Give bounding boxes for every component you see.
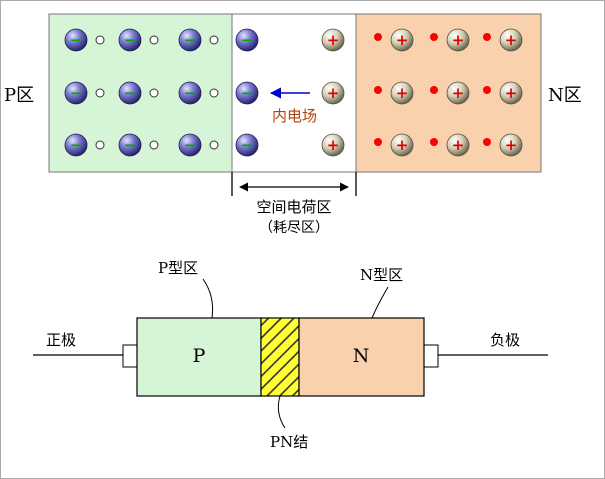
hole (209, 35, 219, 45)
hole (95, 88, 105, 98)
charge-carriers: − − − − + + + + − − − − + + + + − − − − + + + + (64, 28, 523, 157)
n-type-callout (371, 286, 389, 319)
p-region-label: P区 (4, 85, 34, 106)
hole (95, 140, 105, 150)
depletion-subtitle: （耗尽区） (259, 220, 329, 236)
donor-ion: + (499, 81, 523, 105)
p-letter: P (193, 345, 206, 367)
minus-sign: − (124, 84, 137, 102)
p-type-label: P型区 (158, 259, 198, 277)
junction-label: PN结 (270, 433, 308, 451)
cathode-label: 负极 (490, 331, 520, 349)
minus-sign: − (184, 31, 197, 49)
plus-sign: + (327, 136, 340, 154)
plus-sign: + (452, 136, 465, 154)
plus-sign: + (452, 84, 465, 102)
n-type-block (298, 317, 425, 397)
acceptor-ion: − (118, 81, 142, 105)
acceptor-ion: − (178, 28, 202, 52)
donor-ion: + (499, 28, 523, 52)
acceptor-ion: − (235, 81, 259, 105)
donor-ion: + (390, 28, 414, 52)
junction-callout (277, 395, 286, 429)
donor-ion: + (321, 133, 345, 157)
donor-ion: + (446, 28, 470, 52)
depletion-title: 空间电荷区 (256, 198, 331, 216)
minus-sign: − (70, 84, 83, 102)
plus-sign: + (452, 31, 465, 49)
plus-sign: + (396, 31, 409, 49)
acceptor-ion: − (64, 133, 88, 157)
minus-sign: − (70, 136, 83, 154)
electron (430, 33, 438, 41)
anode-label: 正极 (46, 331, 76, 349)
minus-sign: − (124, 136, 137, 154)
internal-field-label: 内电场 (272, 107, 317, 125)
acceptor-ion: − (118, 28, 142, 52)
hole (149, 140, 159, 150)
acceptor-ion: − (118, 133, 142, 157)
electron (483, 33, 491, 41)
plus-sign: + (505, 84, 518, 102)
hole (149, 88, 159, 98)
plus-sign: + (396, 84, 409, 102)
n-region-label: N区 (548, 85, 582, 106)
minus-sign: − (124, 31, 137, 49)
acceptor-ion: − (64, 81, 88, 105)
electron (374, 138, 382, 146)
electron (430, 138, 438, 146)
hole (149, 35, 159, 45)
pn-junction-block (260, 317, 300, 397)
cathode-terminal (423, 344, 439, 368)
electron (374, 33, 382, 41)
anode-terminal (122, 344, 138, 368)
hole (95, 35, 105, 45)
minus-sign: − (241, 136, 254, 154)
donor-ion: + (390, 81, 414, 105)
minus-sign: − (241, 31, 254, 49)
acceptor-ion: − (235, 133, 259, 157)
p-type-callout (202, 278, 214, 319)
minus-sign: − (70, 31, 83, 49)
minus-sign: − (184, 84, 197, 102)
hole (209, 140, 219, 150)
donor-ion: + (390, 133, 414, 157)
electron (483, 86, 491, 94)
donor-ion: + (446, 133, 470, 157)
acceptor-ion: − (235, 28, 259, 52)
electron (483, 138, 491, 146)
plus-sign: + (327, 31, 340, 49)
donor-ion: + (321, 28, 345, 52)
hole (209, 88, 219, 98)
donor-ion: + (446, 81, 470, 105)
acceptor-ion: − (178, 133, 202, 157)
plus-sign: + (505, 31, 518, 49)
minus-sign: − (184, 136, 197, 154)
electron (430, 86, 438, 94)
donor-ion: + (321, 81, 345, 105)
plus-sign: + (505, 136, 518, 154)
depletion-width-dimension (231, 172, 357, 196)
acceptor-ion: − (178, 81, 202, 105)
minus-sign: − (241, 84, 254, 102)
plus-sign: + (396, 136, 409, 154)
plus-sign: + (327, 84, 340, 102)
electron (374, 86, 382, 94)
n-letter: N (353, 345, 370, 367)
donor-ion: + (499, 133, 523, 157)
acceptor-ion: − (64, 28, 88, 52)
n-type-label: N型区 (360, 266, 403, 284)
